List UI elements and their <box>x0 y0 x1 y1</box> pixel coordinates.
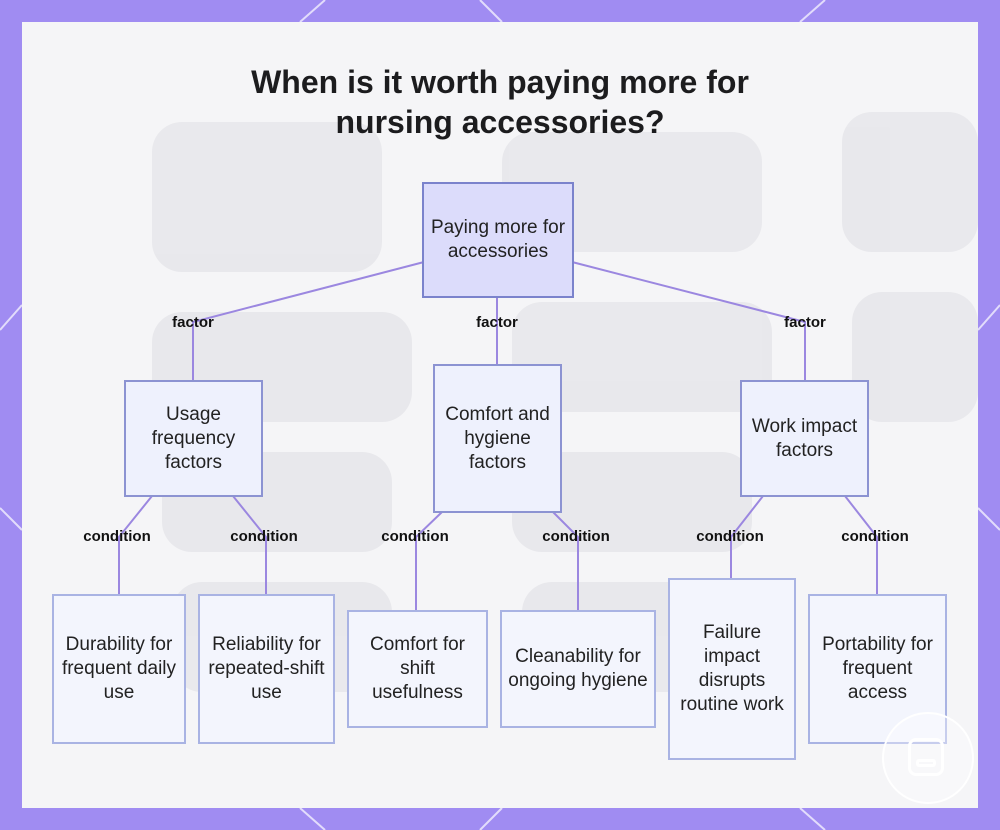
bus-icon <box>908 738 944 776</box>
edge-label-condition: condition <box>230 528 298 546</box>
node-label: Usage frequency factors <box>132 403 255 475</box>
factor-node-comfort-hygiene: Comfort and hygiene factors <box>433 364 562 513</box>
edge-label-condition: condition <box>381 528 449 546</box>
root-node: Paying more for accessories <box>422 182 574 298</box>
factor-node-usage-frequency: Usage frequency factors <box>124 380 263 497</box>
edge-label-condition: condition <box>696 528 764 546</box>
edge-comfort-shift <box>416 512 442 612</box>
leaf-node-failure-impact: Failure impact disrupts routine work <box>668 578 796 760</box>
factor-node-work-impact: Work impact factors <box>740 380 869 497</box>
node-label: Portability for frequent access <box>816 633 939 705</box>
node-label: Work impact factors <box>748 415 861 463</box>
edge-label-condition: condition <box>542 528 610 546</box>
edge-work-portability <box>845 496 877 596</box>
node-label: Failure impact disrupts routine work <box>676 621 788 717</box>
node-label: Comfort for shift usefulness <box>355 633 480 705</box>
edge-usage-reliability <box>233 496 266 596</box>
edge-root-usage <box>193 262 424 382</box>
node-label: Durability for frequent daily use <box>60 633 178 705</box>
edge-label-factor: factor <box>476 314 518 332</box>
edge-comfort-cleanability <box>553 512 578 612</box>
edge-usage-durability <box>119 496 152 596</box>
edge-label-factor: factor <box>784 314 826 332</box>
edge-label-factor: factor <box>172 314 214 332</box>
leaf-node-reliability: Reliability for repeated-shift use <box>198 594 335 744</box>
leaf-node-comfort-shift: Comfort for shift usefulness <box>347 610 488 728</box>
root-node-label: Paying more for accessories <box>430 216 566 264</box>
node-label: Comfort and hygiene factors <box>441 403 554 475</box>
edge-label-condition: condition <box>841 528 909 546</box>
node-label: Reliability for repeated-shift use <box>206 633 327 705</box>
leaf-node-durability: Durability for frequent daily use <box>52 594 186 744</box>
node-label: Cleanability for ongoing hygiene <box>508 645 648 693</box>
edge-label-condition: condition <box>83 528 151 546</box>
leaf-node-cleanability: Cleanability for ongoing hygiene <box>500 610 656 728</box>
edge-root-work <box>572 262 805 382</box>
watermark-badge <box>882 712 974 804</box>
